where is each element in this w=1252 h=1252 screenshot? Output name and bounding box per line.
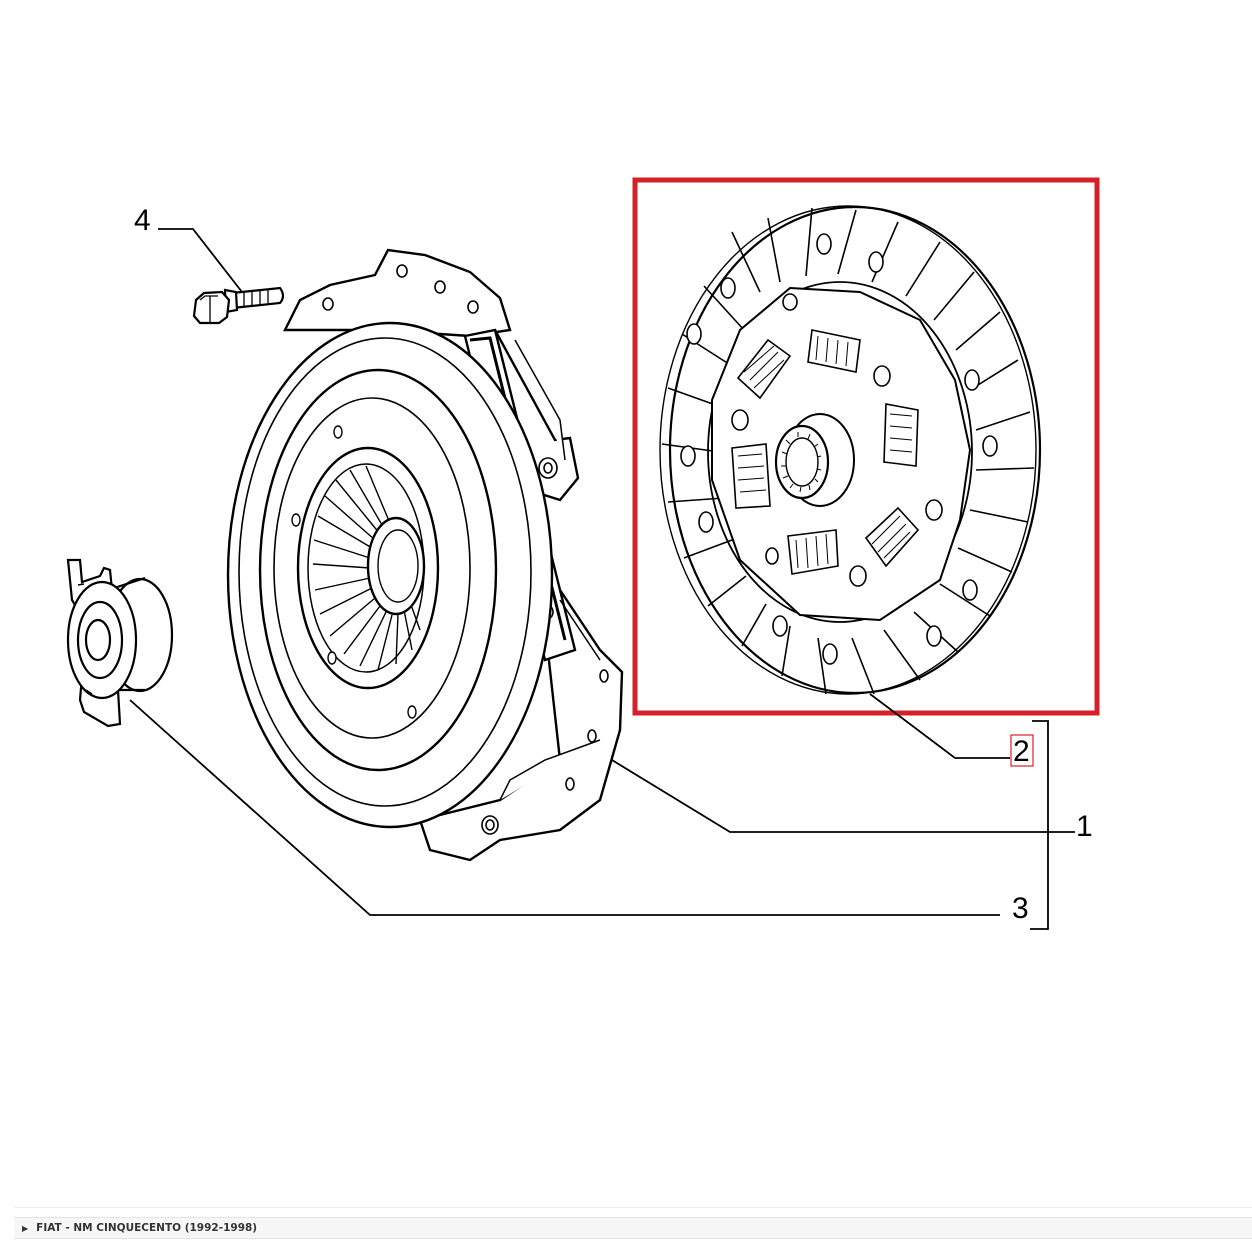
breadcrumb[interactable]: ▶ FIAT - NM CINQUECENTO (1992-1998): [14, 1217, 1252, 1239]
callout-2[interactable]: 2: [1013, 735, 1030, 768]
callout-3[interactable]: 3: [1012, 892, 1029, 925]
callout-2-highlight: [1010, 734, 1034, 767]
highlight-frame: [632, 177, 1100, 716]
callout-1[interactable]: 1: [1076, 810, 1093, 843]
breadcrumb-label[interactable]: FIAT - NM CINQUECENTO (1992-1998): [36, 1222, 258, 1234]
callout-4[interactable]: 4: [134, 204, 151, 237]
bolt-part[interactable]: [192, 286, 285, 325]
release-bearing-part[interactable]: [66, 558, 174, 728]
clutch-disc-part[interactable]: [659, 205, 1042, 695]
leader-lines: [129, 228, 1075, 930]
pressure-plate-part[interactable]: [226, 248, 624, 862]
triangle-right-icon: ▶: [22, 1223, 29, 1233]
separator-line: [14, 1207, 1252, 1208]
